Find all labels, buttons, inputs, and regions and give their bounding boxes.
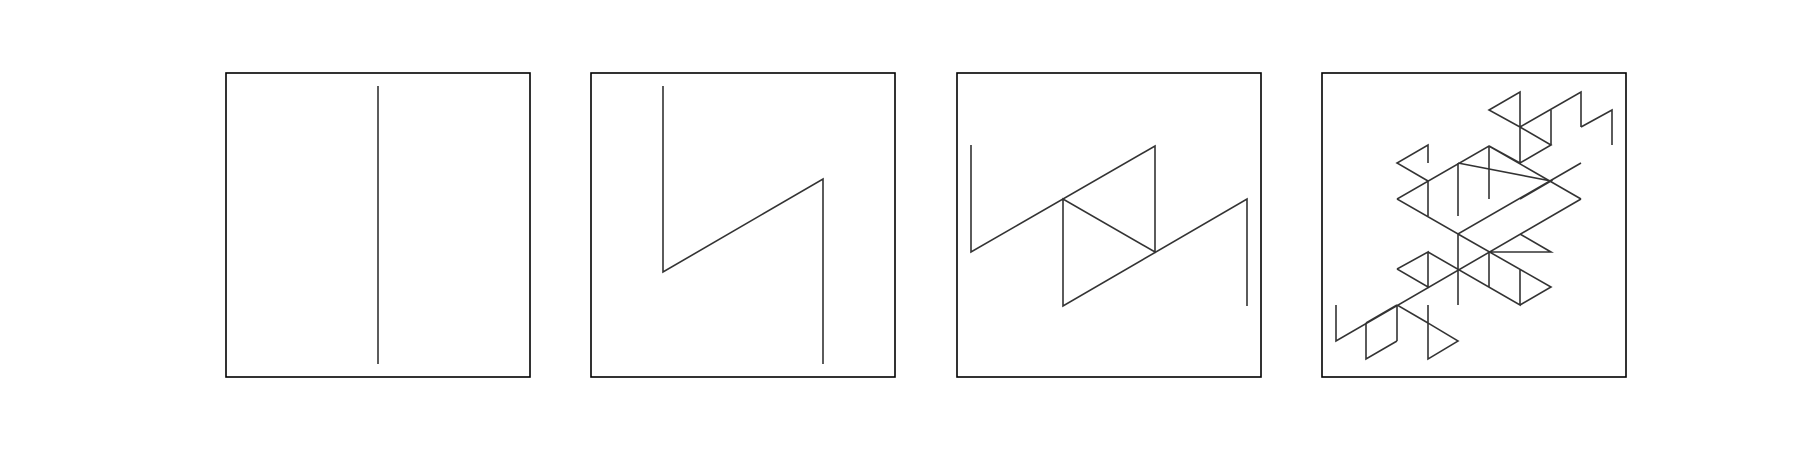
curve-path bbox=[970, 144, 1248, 308]
panel-frame bbox=[590, 72, 896, 378]
panel-frame bbox=[225, 72, 531, 378]
panel-frame bbox=[1321, 72, 1627, 378]
panel-1 bbox=[225, 72, 531, 378]
panel-frame bbox=[956, 72, 1262, 378]
curve-path bbox=[1335, 90, 1613, 361]
panel-2 bbox=[590, 72, 896, 378]
panel-4 bbox=[1321, 72, 1627, 378]
curve-path bbox=[662, 86, 824, 364]
panel-3 bbox=[956, 72, 1262, 378]
